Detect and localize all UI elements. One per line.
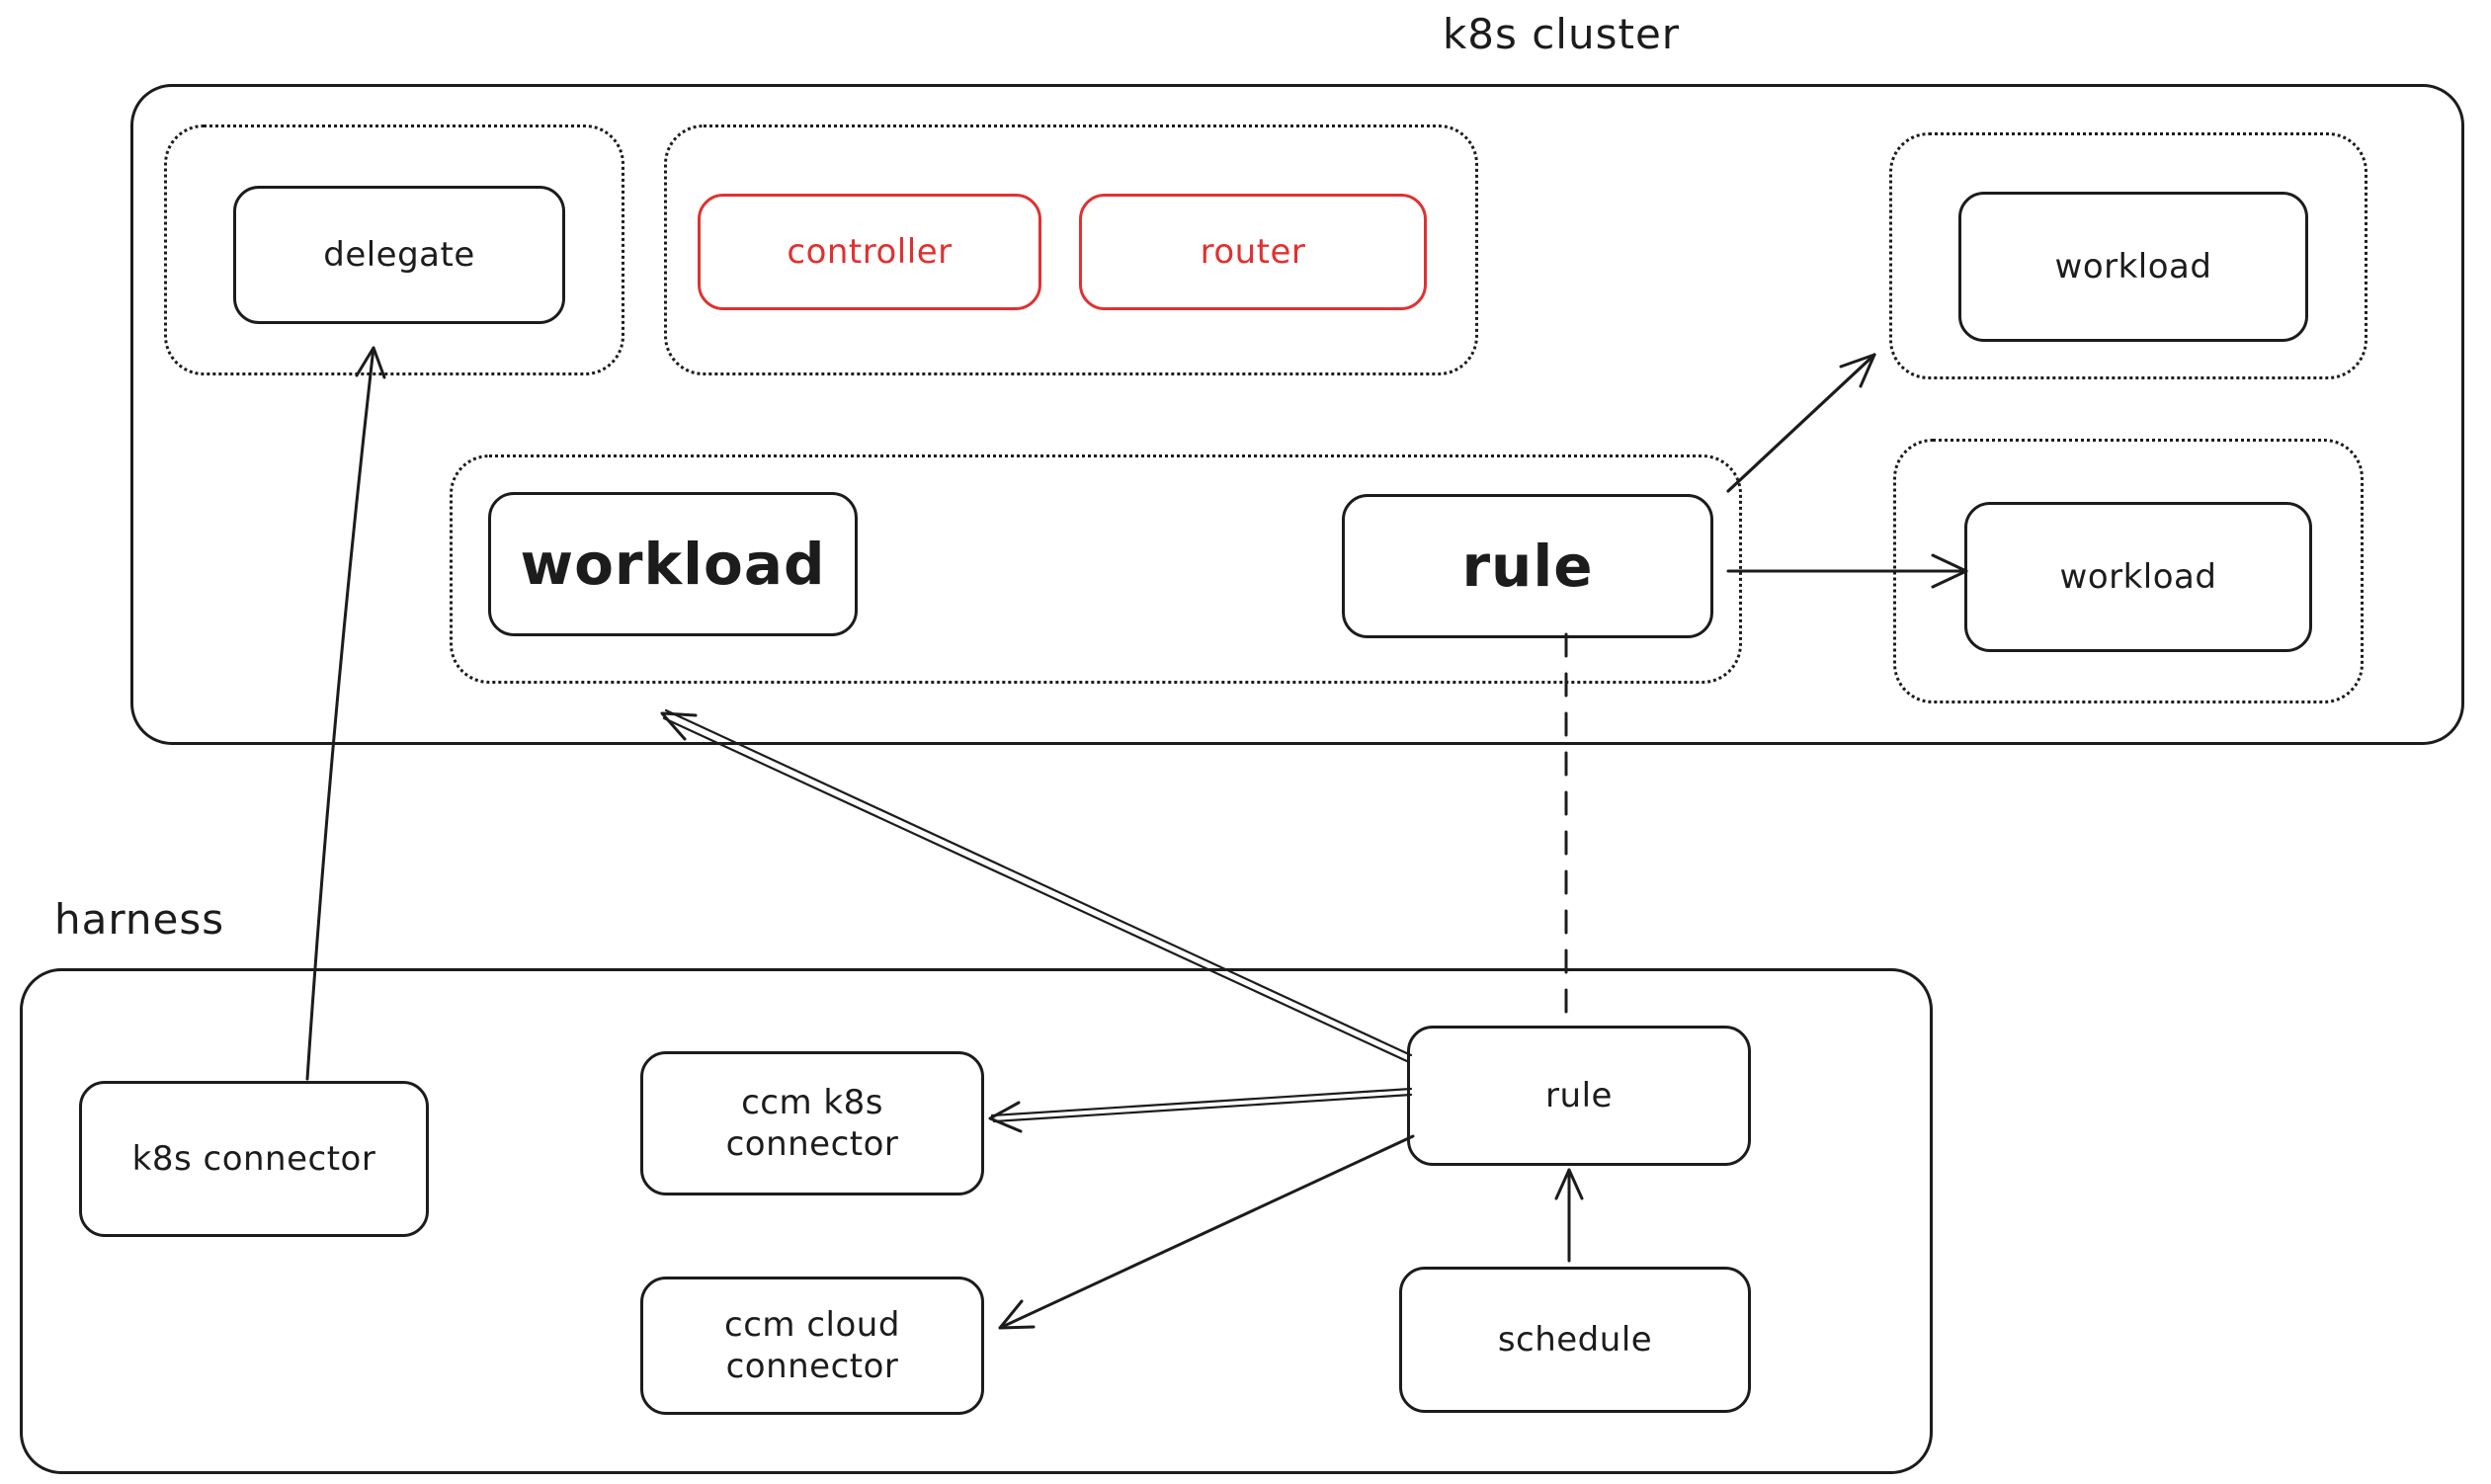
workload-rule-group: [450, 454, 1742, 684]
rule-cluster-node: rule: [1342, 494, 1713, 638]
workload-top-right-group: [1889, 132, 2367, 379]
controller-node: controller: [698, 194, 1041, 310]
k8s-cluster-title: k8s cluster: [1442, 10, 1681, 58]
harness-title: harness: [54, 895, 225, 944]
rule-harness-node: rule: [1407, 1026, 1751, 1166]
controller-router-group: [664, 124, 1478, 375]
delegate-group: [164, 124, 624, 375]
ccm-cloud-connector-node: ccm cloud connector: [640, 1277, 984, 1415]
k8s-connector-node: k8s connector: [79, 1081, 429, 1237]
workload-main-node: workload: [488, 492, 858, 636]
ccm-k8s-connector-node: ccm k8s connector: [640, 1051, 984, 1195]
workload-top-right-node: workload: [1958, 192, 2308, 342]
schedule-node: schedule: [1399, 1267, 1751, 1413]
delegate-node: delegate: [233, 186, 565, 324]
workload-right-node: workload: [1964, 502, 2312, 652]
router-node: router: [1079, 194, 1427, 310]
